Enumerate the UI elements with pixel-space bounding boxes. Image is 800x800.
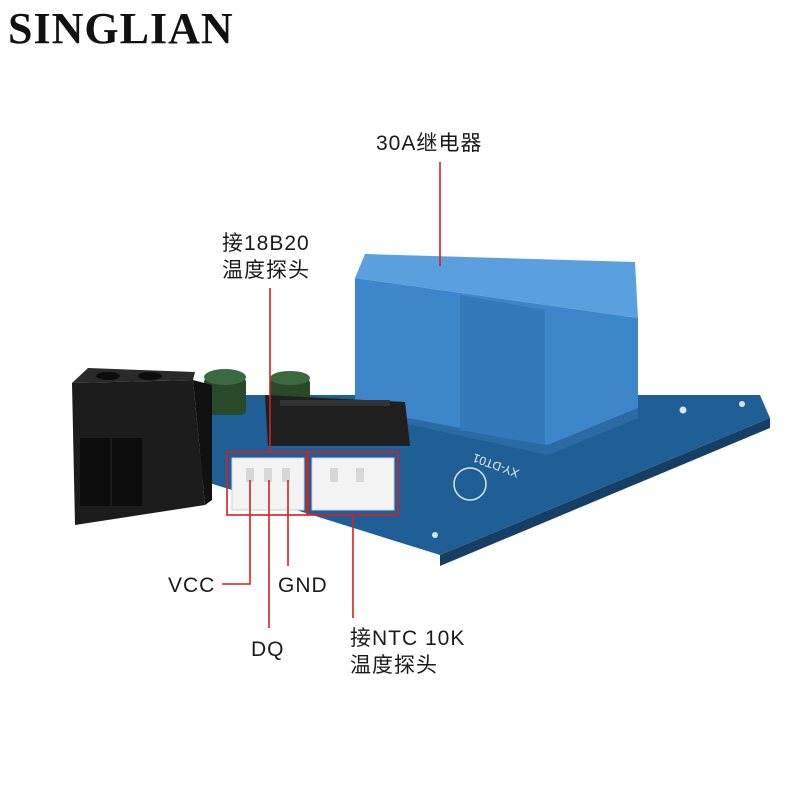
ntc-label: 接NTC 10K 温度探头: [350, 625, 465, 679]
ds18b20-highlight-box: [226, 451, 308, 516]
ds18b20-label-line1: 接18B20: [222, 232, 310, 255]
vcc-label: VCC: [168, 574, 216, 597]
relay-label: 30A继电器: [376, 132, 483, 155]
ds18b20-connector: [231, 457, 305, 511]
black-pin-header: [265, 395, 410, 446]
ds18b20-label: 接18B20 温度探头: [222, 230, 310, 284]
vcc-pointer-line: [222, 480, 251, 585]
annotation-lines: [222, 162, 441, 628]
ntc-connector: [311, 457, 395, 511]
ds18b20-label-line2: 温度探头: [222, 259, 310, 282]
ntc-label-line1: 接NTC 10K: [350, 627, 466, 650]
relay-module: [355, 254, 638, 455]
screw-terminal: [72, 368, 212, 525]
dq-label: DQ: [251, 638, 285, 661]
gnd-label: GND: [278, 574, 328, 597]
ntc-label-line2: 温度探头: [350, 654, 438, 677]
brand-logo-text: SINGLIAN: [8, 4, 234, 53]
